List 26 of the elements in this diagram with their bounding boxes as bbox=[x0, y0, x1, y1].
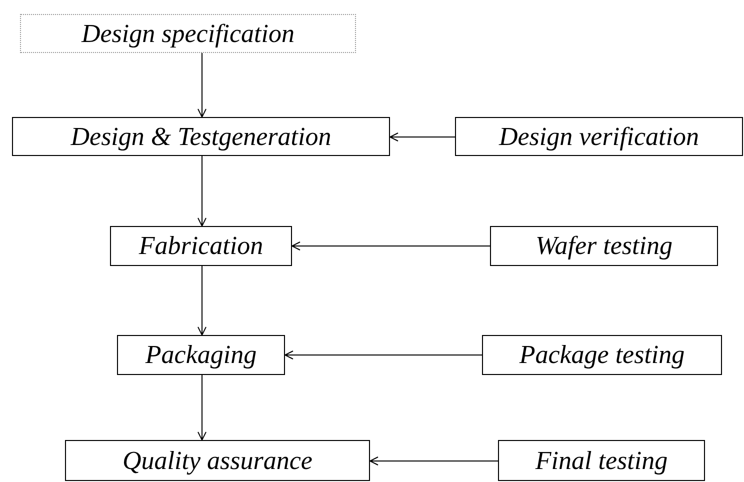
box-label: Package testing bbox=[519, 342, 685, 368]
arrow bbox=[370, 456, 498, 466]
arrow bbox=[198, 156, 206, 226]
process-box bbox=[455, 117, 743, 156]
arrow bbox=[390, 132, 456, 142]
arrow bbox=[198, 374, 206, 440]
process-box bbox=[490, 226, 718, 266]
box-label: Design specification bbox=[81, 20, 294, 46]
arrow bbox=[198, 52, 206, 118]
box-label: Final testing bbox=[535, 448, 668, 474]
arrow bbox=[198, 266, 206, 336]
process-box bbox=[498, 440, 705, 481]
box-label: Wafer testing bbox=[536, 233, 672, 259]
process-box bbox=[12, 117, 390, 156]
process-box bbox=[65, 440, 370, 481]
process-box bbox=[117, 335, 285, 375]
process-box bbox=[110, 226, 292, 266]
arrow bbox=[284, 350, 482, 360]
process-box bbox=[20, 14, 356, 53]
box-label: Fabrication bbox=[138, 233, 264, 259]
arrow bbox=[292, 242, 490, 250]
process-box bbox=[482, 335, 722, 375]
box-label: Quality assurance bbox=[122, 448, 312, 474]
box-label: Design & Testgeneration bbox=[70, 124, 332, 150]
box-label: Packaging bbox=[145, 342, 257, 368]
box-label: Design verification bbox=[498, 124, 699, 150]
